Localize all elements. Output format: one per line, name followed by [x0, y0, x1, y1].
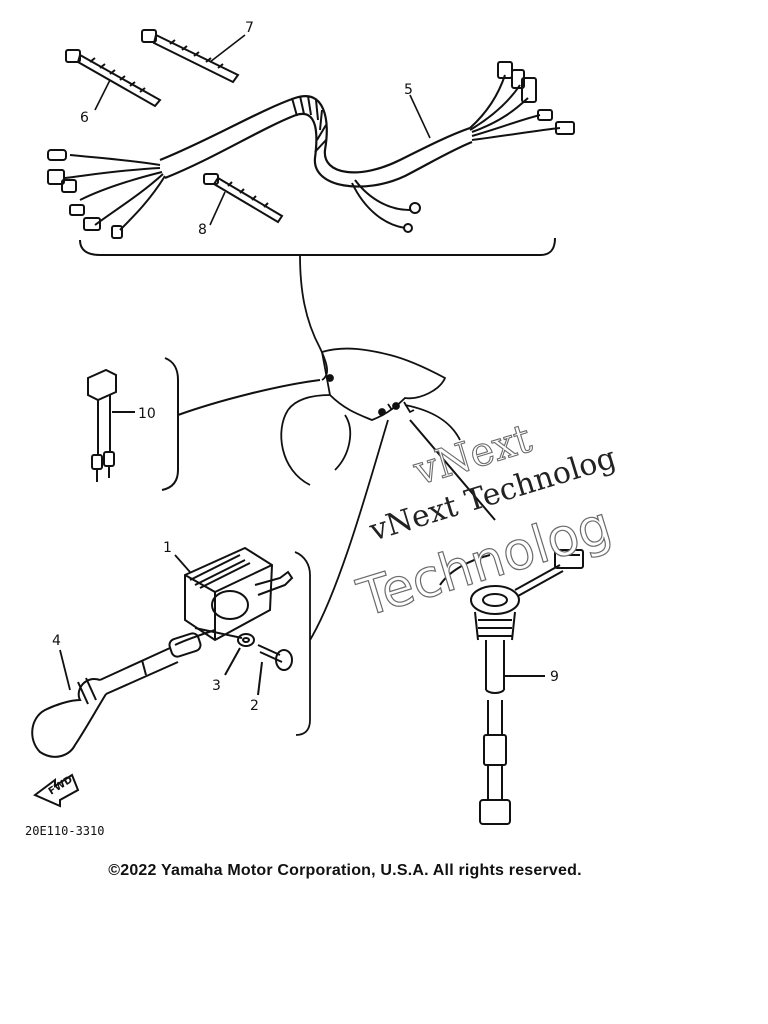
part-label-8: 8: [198, 222, 207, 238]
oil-level-gauge: [409, 419, 584, 825]
part-label-10: 10: [138, 406, 156, 422]
part-label-4: 4: [52, 633, 61, 649]
part-label-7: 7: [245, 20, 254, 36]
part-label-3: 3: [212, 678, 221, 694]
motorcycle-outline: [280, 254, 461, 486]
cable-tie-7: [141, 29, 240, 84]
wire-harness: [47, 61, 575, 256]
cdi-unit: [184, 546, 294, 642]
washer-3: [224, 633, 255, 676]
part-label-5: 5: [404, 82, 413, 98]
spark-plug-cap: [31, 629, 216, 758]
fwd-arrow-icon: [33, 773, 80, 808]
watermark: vNext vNext Technolog Technolog: [350, 415, 620, 630]
cable-tie-8: [203, 173, 284, 224]
part-label-1: 1: [163, 540, 172, 556]
bolt-2: [257, 644, 293, 696]
part-label-6: 6: [80, 110, 89, 126]
part-label-9: 9: [550, 669, 559, 685]
cable-tie-6: [65, 49, 162, 108]
diagram-code: 20E110-3310: [25, 824, 104, 838]
part-label-2: 2: [250, 698, 259, 714]
connector-lead-10: [87, 357, 321, 491]
copyright-notice: ©2022 Yamaha Motor Corporation, U.S.A. A…: [108, 862, 582, 879]
